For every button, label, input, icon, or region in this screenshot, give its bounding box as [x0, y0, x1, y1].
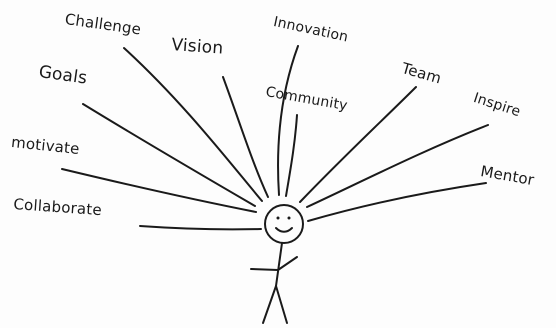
line-to-community	[286, 115, 297, 196]
stick-figure-right-eye	[288, 217, 291, 220]
line-to-innovation	[278, 46, 298, 195]
stick-figure-left-leg	[263, 286, 276, 323]
word-vision: Vision	[171, 37, 224, 58]
stick-figure-left-arm	[251, 269, 278, 270]
stick-figure-body	[276, 243, 282, 286]
line-to-goals	[83, 104, 255, 206]
line-to-collaborate	[140, 226, 261, 229]
stick-figure-right-arm	[278, 257, 297, 270]
stick-figure-head	[265, 205, 303, 243]
stick-figure-smile	[276, 228, 292, 232]
line-to-challenge	[124, 48, 262, 201]
stick-figure-right-leg	[276, 286, 287, 323]
line-to-mentor	[308, 183, 486, 221]
line-to-vision	[223, 77, 268, 197]
stick-figure-left-eye	[277, 217, 280, 220]
